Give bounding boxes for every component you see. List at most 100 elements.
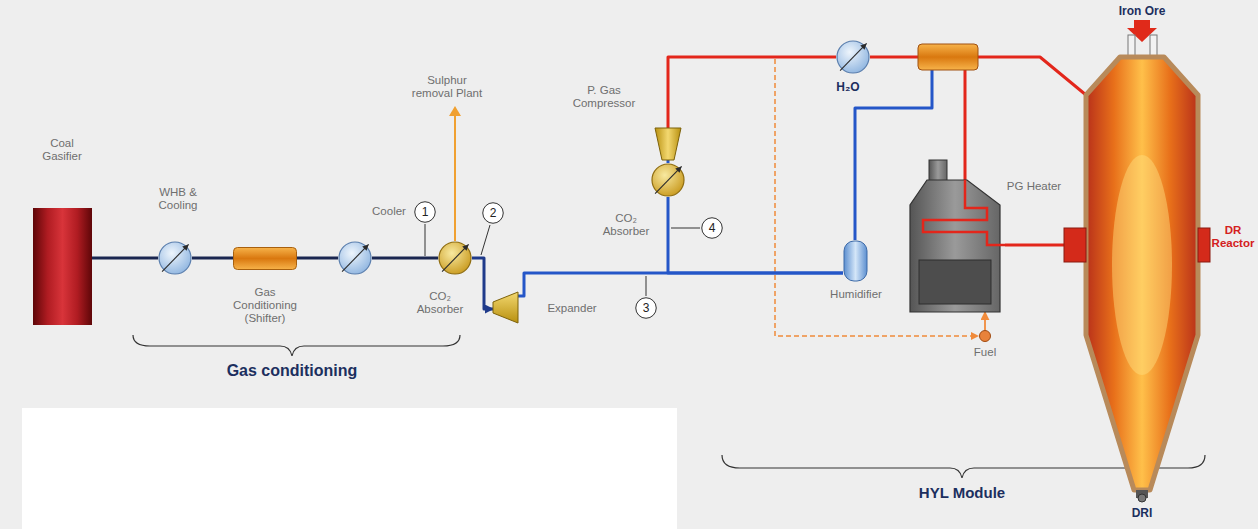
callout-number: 1 bbox=[414, 201, 436, 223]
exchanger-arrowhead bbox=[182, 244, 188, 250]
pipe-connector bbox=[518, 273, 843, 296]
compressor-body bbox=[655, 128, 681, 160]
callout-circle: 4 bbox=[701, 217, 723, 239]
hot-zone bbox=[1112, 155, 1172, 375]
exchanger-arrow bbox=[342, 244, 369, 271]
exchanger-circle bbox=[837, 41, 869, 73]
exchanger-circle bbox=[652, 164, 684, 196]
equipment-label: DR Reactor bbox=[1210, 224, 1256, 250]
equipment-label: P. Gas Compressor bbox=[571, 84, 637, 110]
exchanger-arrow bbox=[442, 244, 469, 271]
co2-absorber: CO₂ Absorber bbox=[438, 241, 472, 275]
cooler: Cooler bbox=[338, 241, 372, 275]
callout-number: 4 bbox=[701, 217, 723, 239]
pipe-connector bbox=[668, 197, 843, 273]
expander-turbine-outline bbox=[493, 290, 518, 325]
pipe-connector bbox=[192, 257, 233, 260]
pipe-connector bbox=[668, 57, 836, 128]
callout-circle: 1 bbox=[414, 201, 436, 223]
cooler-outline bbox=[338, 241, 372, 275]
callout-outline bbox=[636, 298, 657, 319]
water-cooler-outline bbox=[836, 40, 870, 74]
callout-number: 3 bbox=[635, 297, 657, 319]
exchanger-arrow bbox=[840, 43, 867, 70]
fuel-inlet: Fuel bbox=[979, 330, 991, 342]
product-label: DRI bbox=[1122, 506, 1162, 520]
leader-line bbox=[481, 225, 490, 255]
section-label: Gas conditioning bbox=[192, 361, 392, 380]
fuel-dot bbox=[980, 331, 991, 342]
equipment-label: Humidifier bbox=[821, 288, 891, 301]
exchanger-arrow bbox=[655, 166, 682, 193]
leader-line bbox=[646, 276, 647, 296]
shift-reactor-outline bbox=[233, 247, 297, 270]
fuel-inlet-outline bbox=[979, 330, 991, 342]
gas-heat-exchanger bbox=[918, 44, 978, 70]
equipment-label: PG Heater bbox=[1006, 180, 1062, 193]
pipe-connector bbox=[984, 312, 986, 330]
co2-absorber-outline bbox=[438, 241, 472, 275]
shift-reactor: Gas Conditioning (Shifter) bbox=[233, 247, 297, 270]
equipment-label: Cooler bbox=[367, 205, 411, 218]
gas-compressor: P. Gas Compressor bbox=[655, 128, 681, 160]
callout-circle: 2 bbox=[482, 202, 504, 224]
hot-gas-line bbox=[964, 70, 967, 181]
gas-compressor-outline bbox=[655, 128, 681, 160]
callout-outline bbox=[415, 202, 436, 223]
co2-absorber: CO₂ Absorber bbox=[651, 163, 685, 197]
firebox bbox=[919, 260, 991, 304]
pg-heater-outline bbox=[905, 160, 1005, 312]
humidifier-vessel-outline bbox=[843, 240, 868, 282]
equipment-label: H₂O bbox=[828, 80, 868, 94]
shifter-body bbox=[234, 248, 297, 270]
gas-inlet-bustle bbox=[1064, 228, 1086, 262]
equipment-label: CO₂ Absorber bbox=[412, 290, 468, 316]
exchanger-arrowhead bbox=[675, 166, 681, 172]
callout-number: 2 bbox=[482, 202, 504, 224]
pipe-connector bbox=[472, 258, 493, 309]
sulphur-line bbox=[454, 114, 456, 241]
exchanger-circle bbox=[159, 242, 191, 274]
exchanger-arrowhead bbox=[860, 43, 866, 49]
feed-label: Iron Ore bbox=[1102, 4, 1182, 18]
equipment-label: CO₂ Absorber bbox=[598, 212, 654, 238]
leader-line bbox=[671, 228, 700, 229]
expander-turbine: Expander bbox=[493, 290, 518, 325]
equipment-label: Gas Conditioning (Shifter) bbox=[227, 286, 303, 325]
pipe-connector bbox=[1005, 244, 1064, 247]
leader-line bbox=[425, 224, 426, 256]
discharge-valve bbox=[1138, 494, 1146, 502]
heat-exchanger: WHB & Cooling bbox=[158, 241, 192, 275]
exchanger-circle bbox=[439, 242, 471, 274]
heater-coil bbox=[923, 180, 1005, 245]
equipment-label: Fuel bbox=[965, 346, 1005, 359]
callout-outline bbox=[483, 203, 504, 224]
exchanger-circle bbox=[339, 242, 371, 274]
exchanger-arrow bbox=[162, 244, 189, 271]
equipment-label: WHB & Cooling bbox=[152, 186, 204, 212]
humidifier-vessel: Humidifier bbox=[843, 240, 868, 282]
callout-circle: 3 bbox=[635, 297, 657, 319]
gas-inlet-bustle bbox=[1198, 228, 1210, 262]
gasifier-body bbox=[33, 208, 92, 325]
vessel-body bbox=[844, 241, 867, 281]
equipment-label: Expander bbox=[542, 302, 602, 315]
stream-label: Sulphur removal Plant bbox=[407, 74, 487, 100]
pg-heater: PG Heater bbox=[905, 160, 1005, 312]
sulphur-arrowhead bbox=[449, 106, 461, 116]
exchanger-arrowhead bbox=[462, 244, 468, 250]
water-cooler: H₂O bbox=[836, 40, 870, 74]
turbine-body bbox=[493, 292, 518, 323]
section-label: HYL Module bbox=[882, 484, 1042, 502]
purge-arrowhead bbox=[971, 332, 979, 340]
coal-gasifier-outline bbox=[33, 208, 92, 325]
equipment-label: Coal Gasifier bbox=[36, 137, 88, 163]
heat-exchanger-outline bbox=[158, 241, 192, 275]
group-brace bbox=[133, 335, 460, 356]
exchanger-arrowhead bbox=[362, 244, 368, 250]
reactor-shell bbox=[1086, 57, 1198, 490]
co2-absorber-outline bbox=[651, 163, 685, 197]
coal-gasifier: Coal Gasifier bbox=[33, 208, 92, 325]
furnace-stack bbox=[929, 160, 947, 182]
dr-reactor-outline bbox=[1064, 35, 1210, 505]
